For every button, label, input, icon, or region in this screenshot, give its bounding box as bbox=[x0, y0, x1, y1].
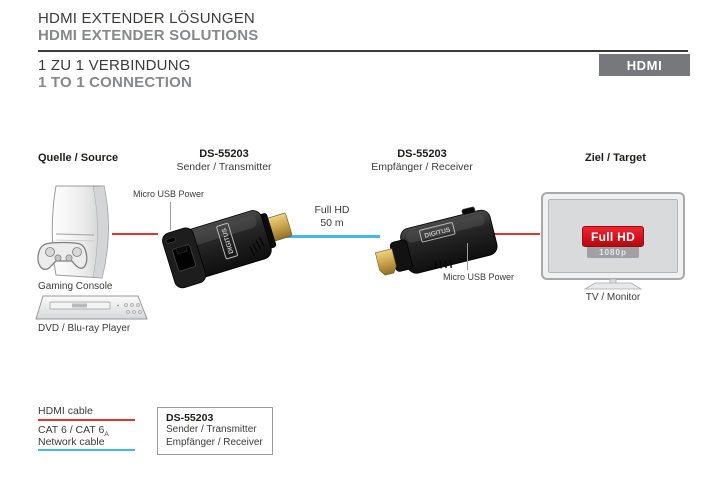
section-title-de: 1 ZU 1 VERBINDUNG bbox=[38, 57, 191, 74]
micro-usb-port bbox=[166, 237, 176, 244]
transmitter-column-label: DS-55203 Sender / Transmitter bbox=[154, 148, 294, 173]
header-divider bbox=[38, 50, 688, 52]
legend-network-cable-swatch bbox=[38, 449, 135, 451]
tv-monitor-caption: TV / Monitor bbox=[585, 292, 641, 303]
link-distance: 50 m bbox=[320, 217, 344, 229]
tv-stand bbox=[583, 279, 643, 290]
hdmi-category-badge: HDMI bbox=[599, 54, 690, 76]
gaming-console-caption: Gaming Console bbox=[38, 281, 113, 292]
micro-usb-port bbox=[461, 206, 476, 216]
section-title-en: 1 TO 1 CONNECTION bbox=[38, 74, 192, 91]
cat-label-subscript: A bbox=[104, 431, 109, 439]
hdmi-cable-source-to-transmitter bbox=[112, 233, 158, 235]
link-speed: Full HD bbox=[314, 204, 350, 216]
gamepad-icon bbox=[37, 241, 88, 271]
receiver-power-label: Micro USB Power bbox=[443, 272, 515, 282]
legend-model-number: DS-55203 bbox=[166, 412, 214, 424]
receiver-column-label: DS-55203 Empfänger / Receiver bbox=[352, 148, 492, 173]
legend-cat-cable-label: CAT 6 / CAT 6A bbox=[38, 424, 109, 438]
dvd-player-illustration bbox=[35, 295, 148, 320]
gaming-console-illustration bbox=[37, 185, 109, 279]
dvd-player-caption: DVD / Blu-ray Player bbox=[38, 323, 131, 334]
receiver-device: DIGITUS bbox=[374, 206, 498, 276]
fullhd-badge: Full HD bbox=[582, 226, 644, 247]
target-column-label: Ziel / Target bbox=[585, 152, 646, 164]
player-buttons bbox=[124, 303, 142, 314]
legend-network-cable-label: Network cable bbox=[38, 436, 105, 448]
receiver-role: Empfänger / Receiver bbox=[371, 161, 473, 173]
hdmi-plug bbox=[374, 248, 397, 276]
legend-role-receiver: Empfänger / Receiver bbox=[166, 436, 263, 448]
link-label: Full HD 50 m bbox=[292, 204, 372, 230]
hdmi-cable-receiver-to-tv bbox=[492, 233, 540, 235]
transmitter-power-pointer-line bbox=[170, 202, 171, 230]
cat-label-main: CAT 6 / CAT 6 bbox=[38, 424, 105, 436]
transmitter-model: DS-55203 bbox=[199, 148, 249, 160]
tv-illustration: Full HD 1080p bbox=[541, 192, 685, 280]
legend-model-box: DS-55203 Sender / Transmitter Empfänger … bbox=[157, 407, 273, 455]
transmitter-device: DIGITUS bbox=[162, 210, 293, 289]
receiver-model: DS-55203 bbox=[397, 148, 447, 160]
page-title-en: HDMI EXTENDER SOLUTIONS bbox=[38, 27, 259, 44]
transmitter-power-label: Micro USB Power bbox=[133, 189, 205, 199]
fullhd-1080p-badge: 1080p bbox=[587, 247, 639, 258]
legend-hdmi-cable-label: HDMI cable bbox=[38, 405, 93, 417]
legend-hdmi-cable-swatch bbox=[38, 419, 135, 421]
source-column-label: Quelle / Source bbox=[38, 152, 119, 164]
receiver-power-pointer-line bbox=[467, 243, 468, 270]
tv-screen: Full HD 1080p bbox=[548, 199, 678, 273]
network-cable-transmitter-to-receiver bbox=[280, 235, 380, 238]
legend-role-transmitter: Sender / Transmitter bbox=[166, 424, 257, 435]
transmitter-role: Sender / Transmitter bbox=[176, 161, 272, 173]
page-title-de: HDMI EXTENDER LÖSUNGEN bbox=[38, 10, 255, 27]
